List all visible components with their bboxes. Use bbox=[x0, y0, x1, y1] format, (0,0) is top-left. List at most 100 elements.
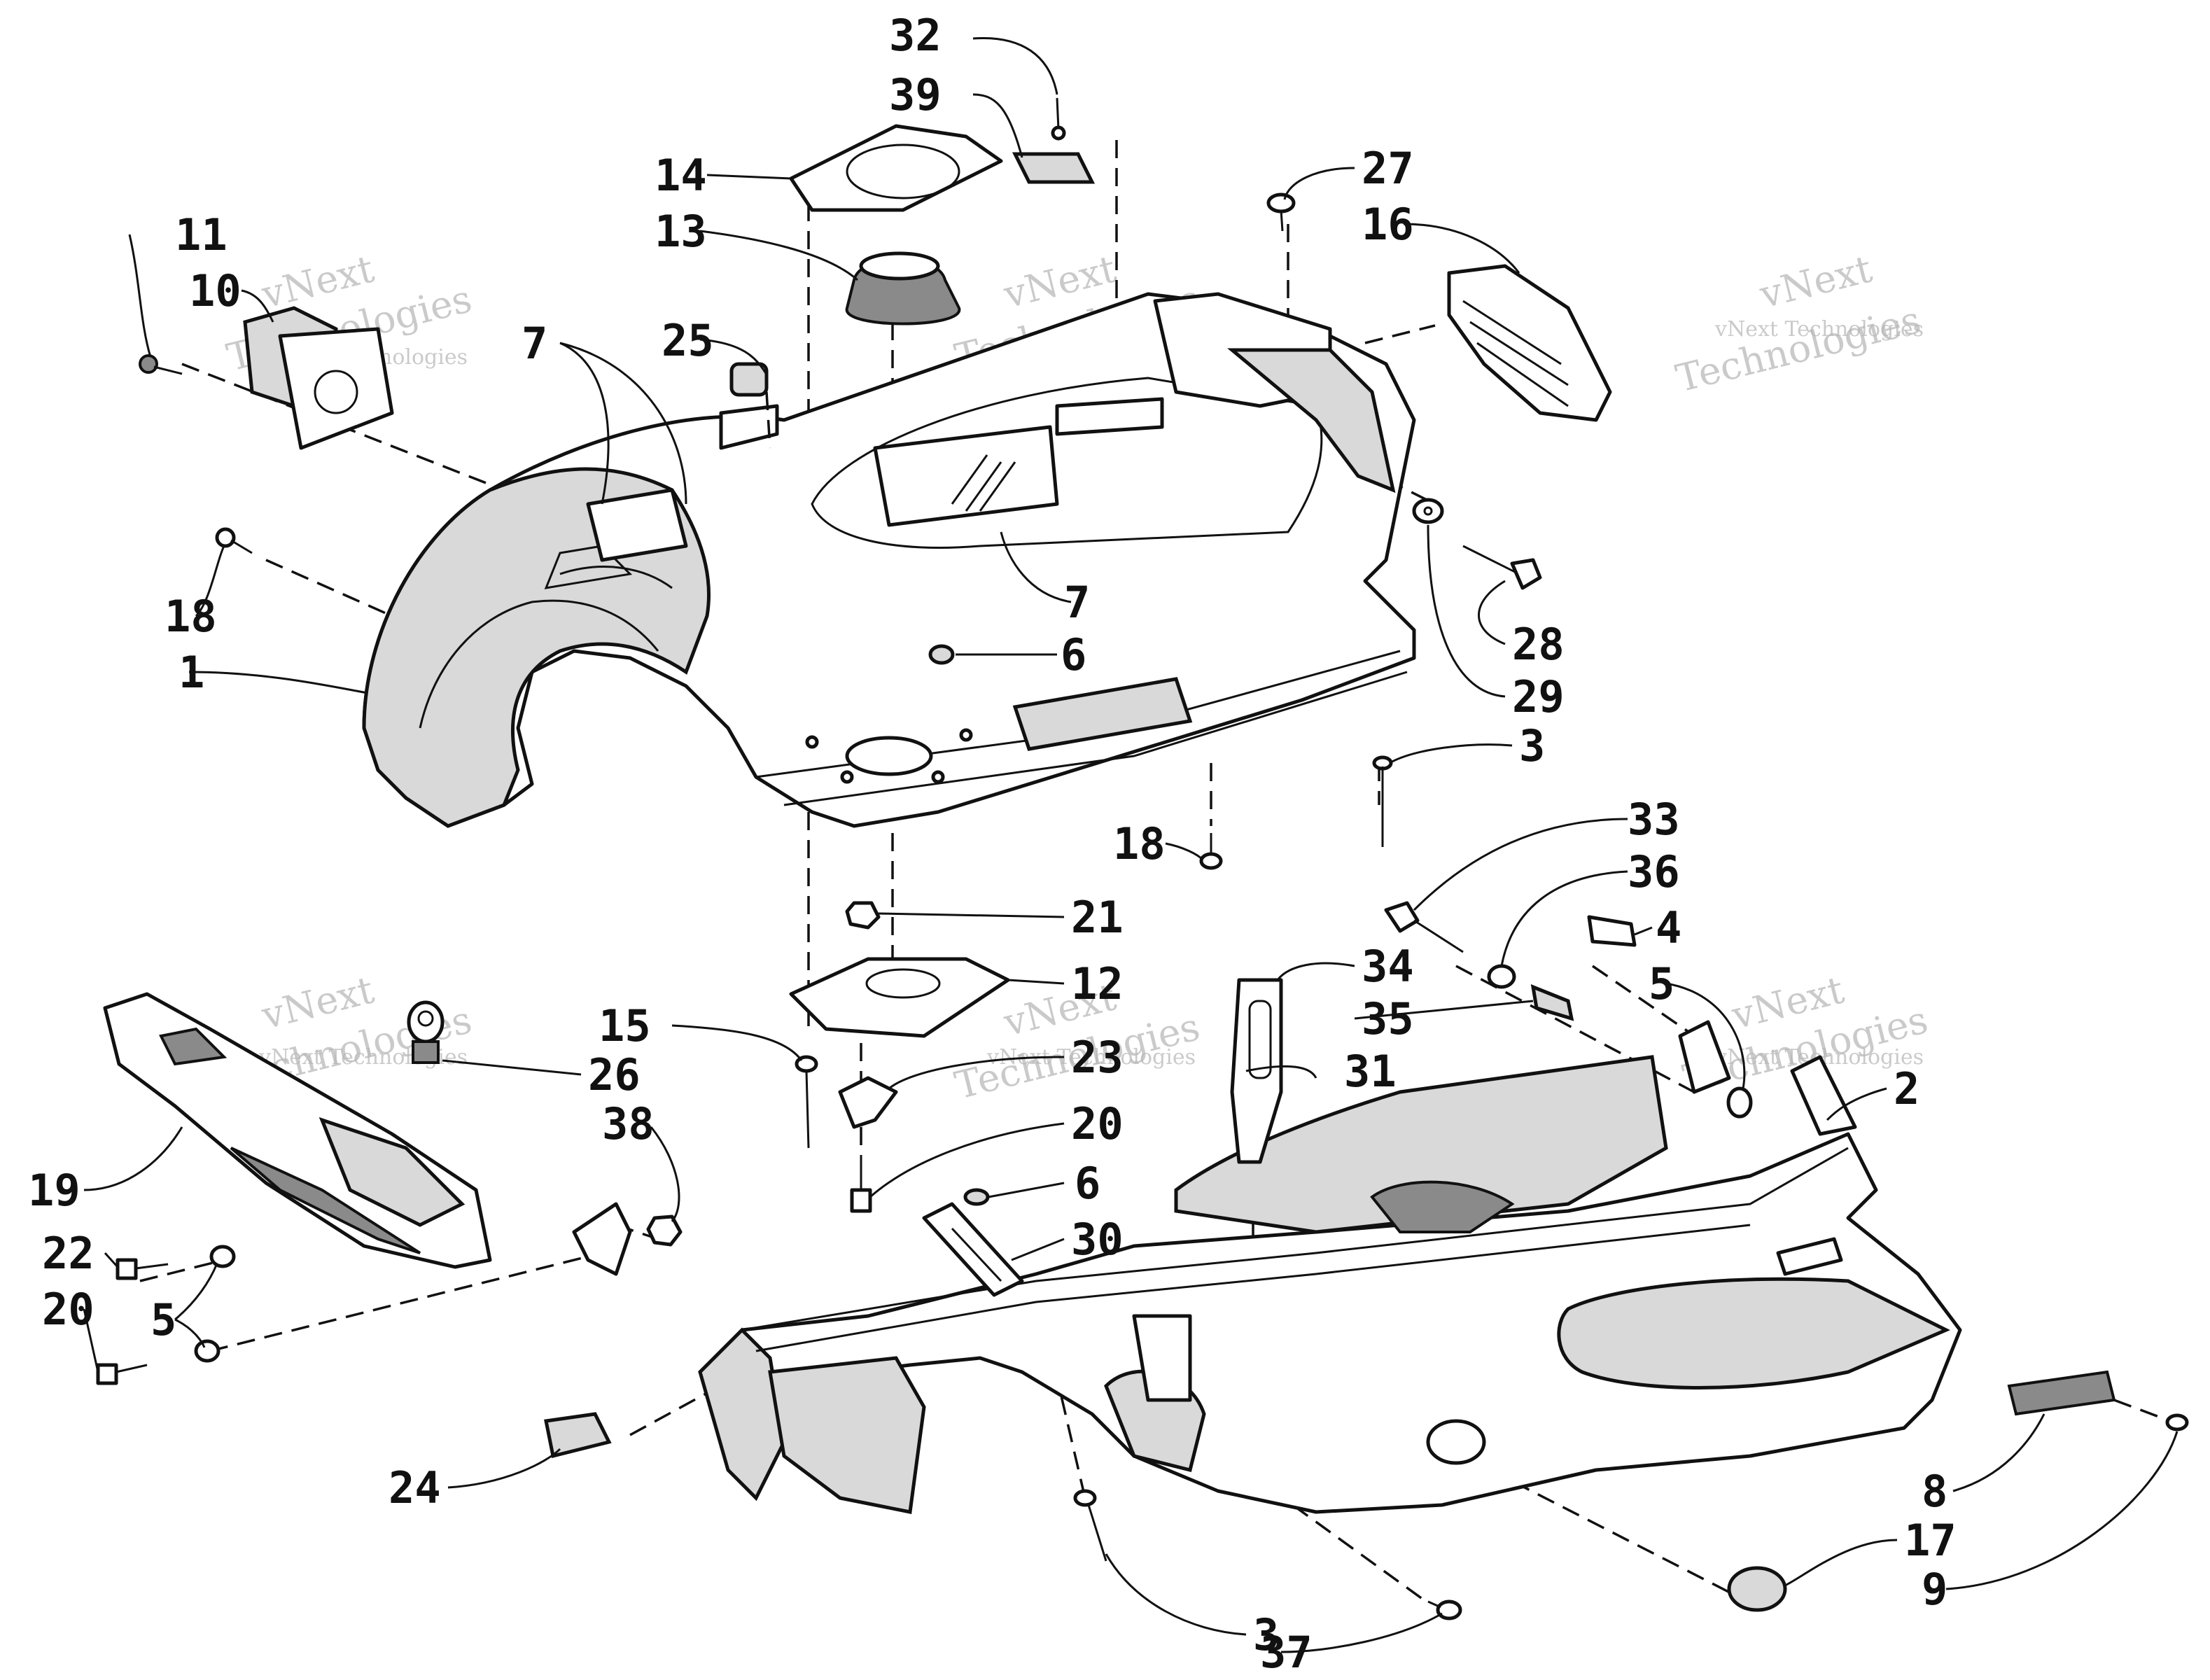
bolt-head bbox=[1384, 901, 1420, 933]
part-12-mount-plate bbox=[789, 957, 1010, 1038]
leader-7a bbox=[559, 342, 610, 505]
leader-37 bbox=[1280, 1612, 1443, 1653]
part-6-grommet-lower bbox=[963, 1188, 990, 1206]
part-6-grommet-upper bbox=[928, 644, 955, 665]
callout-6b: 6 bbox=[1075, 1158, 1100, 1209]
leader-28 bbox=[1478, 580, 1506, 645]
bumper-texture bbox=[319, 1116, 466, 1227]
part-33-bolt bbox=[1384, 901, 1464, 953]
part-29-washer bbox=[1412, 498, 1444, 524]
part-20-bolt-center bbox=[850, 1155, 872, 1213]
screw-head bbox=[1051, 125, 1066, 141]
leader-36 bbox=[1500, 870, 1628, 967]
pin-head bbox=[1266, 192, 1296, 214]
callout-30: 30 bbox=[1071, 1214, 1124, 1265]
part-19-bumper bbox=[103, 992, 492, 1269]
decal-hatch bbox=[965, 461, 1002, 512]
part-23-bracket bbox=[838, 1076, 898, 1129]
mount-hole bbox=[931, 770, 945, 784]
grommet bbox=[963, 1188, 990, 1206]
callout-22: 22 bbox=[42, 1228, 95, 1279]
eye-hole bbox=[417, 1010, 434, 1027]
callout-6a: 6 bbox=[1061, 629, 1086, 680]
part-36-washer bbox=[1487, 964, 1516, 989]
leader-14 bbox=[706, 174, 792, 180]
callout-3a: 3 bbox=[1519, 720, 1545, 771]
callout-1: 1 bbox=[179, 647, 204, 698]
grille-slat bbox=[1469, 321, 1569, 386]
callout-28: 28 bbox=[1512, 619, 1565, 670]
rivet-shank bbox=[1087, 1504, 1107, 1562]
part-14-gasket-plate bbox=[789, 124, 1003, 212]
part-13-boot bbox=[845, 251, 961, 326]
rear-side-vent bbox=[1227, 348, 1396, 493]
side-badge bbox=[1776, 1237, 1843, 1276]
bolt-shank bbox=[1462, 545, 1520, 575]
lower-body-console bbox=[698, 1020, 1962, 1514]
nut-body bbox=[845, 901, 881, 930]
housing-flange bbox=[278, 327, 394, 450]
assembly-line bbox=[629, 1392, 708, 1436]
part-30-strap bbox=[922, 1202, 1024, 1297]
boot-top-ring bbox=[859, 251, 940, 281]
washer-ring bbox=[1726, 1086, 1753, 1119]
callout-20b: 20 bbox=[1071, 1098, 1124, 1149]
part-32-screw bbox=[1051, 97, 1066, 141]
hole-plug-socket bbox=[1426, 1419, 1486, 1465]
bolt-head bbox=[850, 1188, 872, 1213]
leader-24 bbox=[447, 1448, 561, 1489]
part-18-screw-left bbox=[215, 527, 253, 554]
screw-head bbox=[139, 354, 158, 374]
leader-27 bbox=[1283, 167, 1355, 200]
leader-20b bbox=[869, 1122, 1065, 1198]
part-9-screw bbox=[2165, 1413, 2189, 1432]
leader-3a bbox=[1389, 743, 1513, 764]
rivet-head bbox=[1073, 1489, 1097, 1507]
leader-13 bbox=[699, 230, 858, 281]
part-24-clip bbox=[544, 1412, 612, 1459]
leader-12 bbox=[1007, 979, 1065, 985]
strap-slot bbox=[1248, 1000, 1272, 1079]
bracket-body bbox=[838, 1076, 898, 1129]
watermark-text: vNext bbox=[1755, 246, 1877, 317]
housing-port bbox=[314, 370, 358, 414]
callout-11: 11 bbox=[175, 209, 228, 260]
part-38-nut-plate bbox=[572, 1202, 683, 1276]
callout-9: 9 bbox=[1922, 1564, 1947, 1615]
rear-bracket-right bbox=[1790, 1055, 1857, 1136]
fender-slot bbox=[559, 566, 673, 589]
callout-23: 23 bbox=[1071, 1032, 1124, 1083]
strap-slot bbox=[951, 1227, 1002, 1282]
leader-22 bbox=[104, 1252, 119, 1268]
callout-5a: 5 bbox=[151, 1294, 176, 1345]
leader-26 bbox=[442, 1059, 582, 1076]
bumper-shading bbox=[159, 1027, 228, 1066]
callout-14: 14 bbox=[655, 150, 707, 201]
leader-5b bbox=[1665, 982, 1746, 1089]
part-3-rivet-lower bbox=[1073, 1489, 1107, 1562]
part-15-rivet bbox=[795, 1055, 818, 1149]
bumper-shading-lower bbox=[230, 1147, 421, 1254]
part-21-nut bbox=[845, 901, 881, 930]
washer-ring bbox=[1487, 964, 1516, 989]
washer-ring bbox=[194, 1339, 221, 1363]
callout-38: 38 bbox=[602, 1098, 655, 1149]
decal-hatch bbox=[979, 461, 1016, 512]
callout-29: 29 bbox=[1512, 671, 1565, 722]
callout-16: 16 bbox=[1362, 199, 1414, 250]
callout-17: 17 bbox=[1904, 1515, 1957, 1566]
leader-3b bbox=[1105, 1553, 1247, 1636]
mount-hole bbox=[959, 728, 973, 742]
leader-38 bbox=[650, 1126, 680, 1222]
leader-9 bbox=[1945, 1431, 2178, 1590]
lower-edge-rib bbox=[783, 671, 1408, 806]
leader-29 bbox=[1427, 524, 1506, 698]
callout-20a: 20 bbox=[42, 1284, 95, 1335]
screw-head bbox=[215, 527, 236, 548]
callout-2: 2 bbox=[1894, 1063, 1919, 1114]
callout-24: 24 bbox=[389, 1462, 441, 1513]
callout-37: 37 bbox=[1260, 1627, 1313, 1678]
part-3-rivet-upper bbox=[1372, 755, 1393, 847]
upper-rail-edge bbox=[755, 1224, 1751, 1352]
callout-15: 15 bbox=[599, 1000, 651, 1051]
